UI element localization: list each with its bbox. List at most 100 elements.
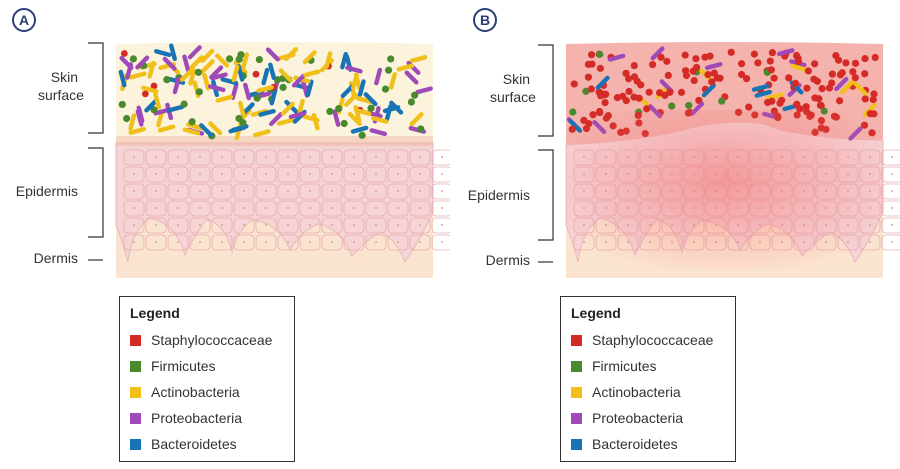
staphylococcaceae-coccus: [818, 84, 826, 93]
rod-bacterium: [302, 114, 320, 123]
rod-bacterium: [231, 124, 249, 133]
staphylococcaceae-coccus: [690, 76, 698, 85]
rod-bacterium: [277, 117, 295, 126]
legend-item-actinobacteria: Actinobacteria: [571, 379, 725, 405]
staphylococcaceae-coccus: [804, 67, 812, 75]
cell: [211, 149, 233, 166]
cell-nucleus: [265, 173, 267, 175]
rod-bacterium: [243, 82, 252, 101]
inflammation-glow: [566, 110, 883, 270]
rod-bacterium: [258, 108, 276, 117]
surface-bracket: [538, 44, 554, 137]
cell: [881, 234, 900, 251]
staphylococcaceae-coccus: [803, 84, 811, 92]
epidermis-label: Epidermis: [15, 183, 78, 199]
staphylococcaceae-coccus: [587, 51, 596, 59]
firmicutes-coccus: [279, 83, 287, 92]
staphylococcaceae-coccus: [768, 49, 776, 57]
firmicutes-coccus: [195, 88, 203, 96]
swatch-purple: [571, 412, 582, 424]
cell: [431, 149, 450, 166]
cell: [343, 183, 365, 200]
rod-bacterium: [166, 104, 185, 113]
dermis-label: Dermis: [485, 252, 530, 268]
cell: [387, 200, 409, 217]
staphylococcaceae-coccus: [701, 53, 709, 61]
rod-bacterium: [357, 79, 366, 97]
staphylococcaceae-coccus: [141, 90, 149, 98]
cell-nucleus: [331, 156, 333, 158]
rod-bacterium: [129, 71, 147, 80]
cell: [277, 166, 299, 183]
cell: [321, 217, 343, 234]
staphylococcaceae-coccus: [817, 101, 825, 110]
cell: [409, 183, 431, 200]
cell: [387, 149, 409, 166]
rod-bacterium: [607, 53, 626, 62]
firmicutes-coccus: [358, 131, 366, 139]
cell-nucleus: [243, 190, 245, 192]
cell: [299, 234, 321, 251]
rod-bacterium: [179, 67, 194, 82]
cell: [145, 217, 167, 234]
panel-b-badge: B: [473, 8, 497, 32]
rod-bacterium: [303, 69, 321, 78]
cell: [431, 217, 450, 234]
staphylococcaceae-coccus: [770, 74, 778, 82]
cell-nucleus: [133, 173, 135, 175]
staphylococcaceae-coccus: [587, 85, 595, 93]
cell: [321, 183, 343, 200]
legend-b: Legend Staphylococcaceae Firmicutes Acti…: [560, 296, 736, 462]
rod-bacterium: [296, 98, 305, 117]
cell-nucleus: [441, 156, 443, 158]
cell-nucleus: [221, 207, 223, 209]
cell-nucleus: [221, 156, 223, 158]
rod-bacterium: [241, 52, 249, 70]
cell-nucleus: [265, 207, 267, 209]
staphylococcaceae-coccus: [745, 103, 753, 111]
rod-bacterium: [256, 85, 274, 93]
legend-item-bacteroidetes: Bacteroidetes: [130, 431, 284, 457]
cell: [145, 166, 167, 183]
staphylococcaceae-coccus: [851, 74, 859, 82]
staphylococcaceae-coccus: [645, 88, 653, 96]
rod-bacterium: [396, 63, 415, 72]
legend-label: Proteobacteria: [151, 410, 243, 426]
cell: [211, 166, 233, 183]
rod-bacterium: [345, 65, 363, 74]
cell-nucleus: [309, 241, 311, 243]
cell-nucleus: [221, 190, 223, 192]
staphylococcaceae-coccus: [656, 89, 664, 97]
rod-bacterium: [754, 89, 773, 98]
staphylococcaceae-coccus: [692, 55, 700, 63]
firmicutes-coccus: [123, 114, 131, 123]
cell-nucleus: [419, 241, 421, 243]
cell-nucleus: [331, 190, 333, 192]
staphylococcaceae-coccus: [664, 71, 672, 79]
cell: [189, 149, 211, 166]
cell-nucleus: [155, 224, 157, 226]
cell-nucleus: [891, 224, 893, 226]
rod-bacterium: [200, 59, 215, 74]
rod-bacterium: [169, 43, 177, 62]
rod-bacterium: [118, 69, 127, 88]
cell-nucleus: [177, 224, 179, 226]
cell: [145, 200, 167, 217]
rod-bacterium: [199, 123, 214, 138]
rod-bacterium: [409, 55, 428, 63]
cell-nucleus: [199, 224, 201, 226]
cell-nucleus: [353, 224, 355, 226]
rod-bacterium: [141, 85, 159, 94]
rod-bacterium: [278, 52, 296, 61]
firmicutes-coccus: [387, 55, 395, 63]
cell-nucleus: [199, 207, 201, 209]
staphylococcaceae-coccus: [811, 60, 819, 68]
cell: [211, 183, 233, 200]
firmicutes-coccus: [239, 119, 247, 127]
cell-nucleus: [441, 224, 443, 226]
rod-bacterium: [350, 72, 359, 91]
firmicutes-coccus: [381, 85, 390, 93]
firmicutes-coccus: [718, 97, 726, 105]
rod-bacterium: [388, 72, 397, 90]
rod-bacterium: [268, 62, 277, 81]
